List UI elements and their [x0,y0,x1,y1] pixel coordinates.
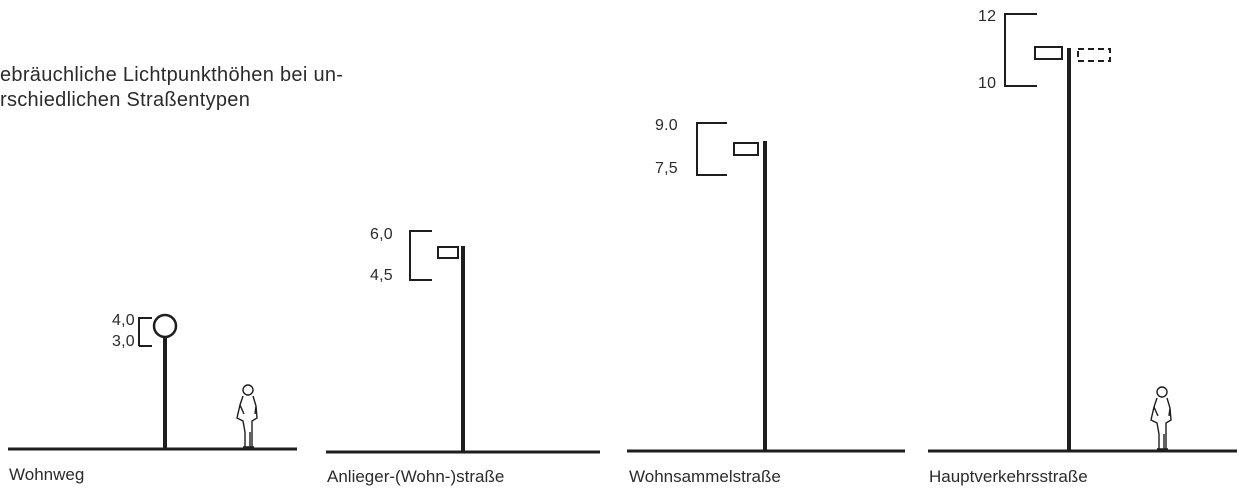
panel-wohnweg [8,313,297,451]
dashed-box-luminaire [1077,48,1111,62]
height-label-top: 9.0 [655,117,678,134]
panel-wohnsammelstrasse [627,122,905,453]
caption-line-1: ebräuchliche Lichtpunkthöhen bei un- [0,64,344,86]
caption-line-2: rschiedlichen Straßentypen [0,89,251,111]
globe-luminaire [152,313,178,339]
height-label-bottom: 10 [978,75,997,92]
pedestrian-icon [236,384,258,448]
figure-caption: ebräuchliche Lichtpunkthöhen bei un- rsc… [0,63,343,113]
road-type-label: Anlieger-(Wohn-)straße [327,467,505,486]
height-bracket [409,230,432,281]
height-label-bottom: 7,5 [655,160,678,177]
height-bracket [1004,13,1037,87]
height-label-bottom: 3,0 [112,333,135,350]
road-type-label: Hauptverkehrsstraße [929,467,1088,486]
height-bracket [696,122,727,176]
box-luminaire [437,246,459,259]
box-luminaire [733,142,759,156]
road-type-label: Wohnweg [9,465,85,484]
height-label-bottom: 4,5 [370,267,393,284]
height-bracket [138,317,152,347]
road-type-label: Wohnsammelstraße [629,467,781,486]
height-label-top: 6,0 [370,226,393,243]
pedestrian-icon [1150,386,1172,450]
panel-anliegerstrasse [326,230,600,454]
box-luminaire [1034,46,1063,60]
panel-hauptverkehrsstrasse [928,13,1237,453]
height-label-top: 4,0 [112,312,135,329]
height-label-top: 12 [978,8,997,25]
